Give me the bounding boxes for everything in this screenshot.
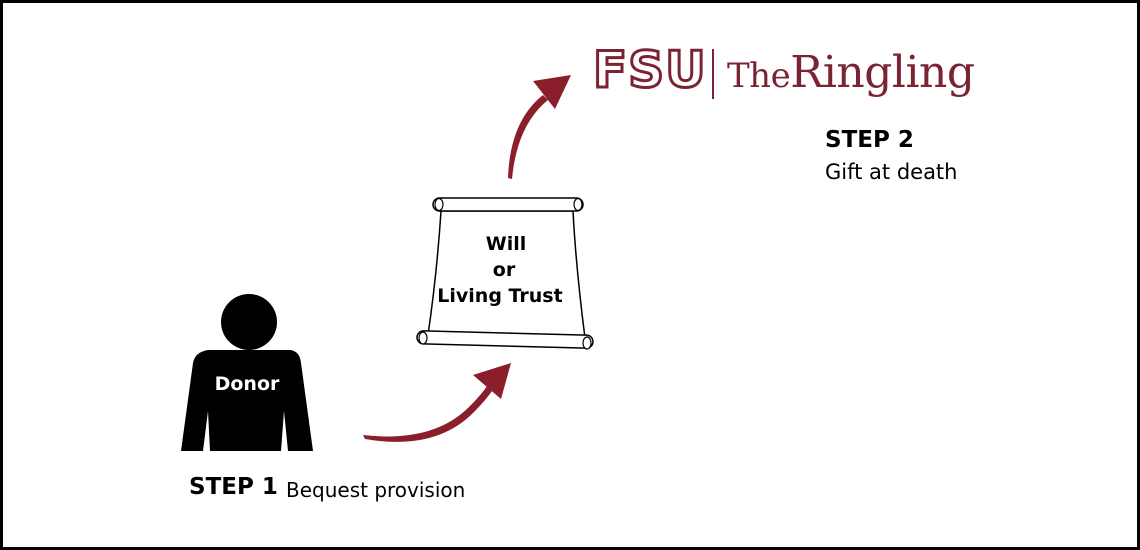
- scroll-document-icon: [416, 197, 594, 350]
- fsu-logo: FSU: [592, 41, 708, 99]
- donor-head: [221, 294, 277, 350]
- document-line-or: or: [492, 259, 516, 281]
- step2-title: STEP 2: [825, 127, 914, 153]
- arrow-1-head: [473, 363, 511, 399]
- step1-description: Bequest provision: [286, 478, 466, 502]
- scroll-top-roll-end-right: [573, 197, 583, 212]
- donor-figure-icon: [181, 294, 313, 451]
- donor-label: Donor: [214, 373, 280, 395]
- document-line-will: Will: [485, 233, 527, 255]
- scroll-bottom-roll: [416, 330, 594, 349]
- document-line-living-trust: Living Trust: [437, 285, 563, 307]
- donor-body: [181, 350, 313, 451]
- scroll-bottom-roll-end-left: [418, 331, 428, 345]
- step2-description: Gift at death: [825, 160, 958, 184]
- scroll-bottom-roll-end-right: [582, 336, 592, 350]
- scroll-top-roll: [432, 197, 584, 212]
- arrow-to-logo-icon: [508, 75, 571, 179]
- ringling-logo: TheRingling: [727, 51, 975, 95]
- scroll-top-roll-end-left: [434, 197, 444, 212]
- arrow-2-head: [533, 75, 571, 109]
- step1-title: STEP 1: [189, 474, 278, 500]
- ringling-logo-prefix: The: [727, 56, 791, 96]
- arrow-to-document-icon: [363, 363, 511, 442]
- logo-divider: [712, 49, 714, 99]
- arrow-1-shaft: [363, 383, 494, 442]
- diagram-graphics: [181, 75, 594, 451]
- ringling-logo-main: Ringling: [790, 47, 975, 98]
- arrow-2-shaft: [508, 95, 548, 179]
